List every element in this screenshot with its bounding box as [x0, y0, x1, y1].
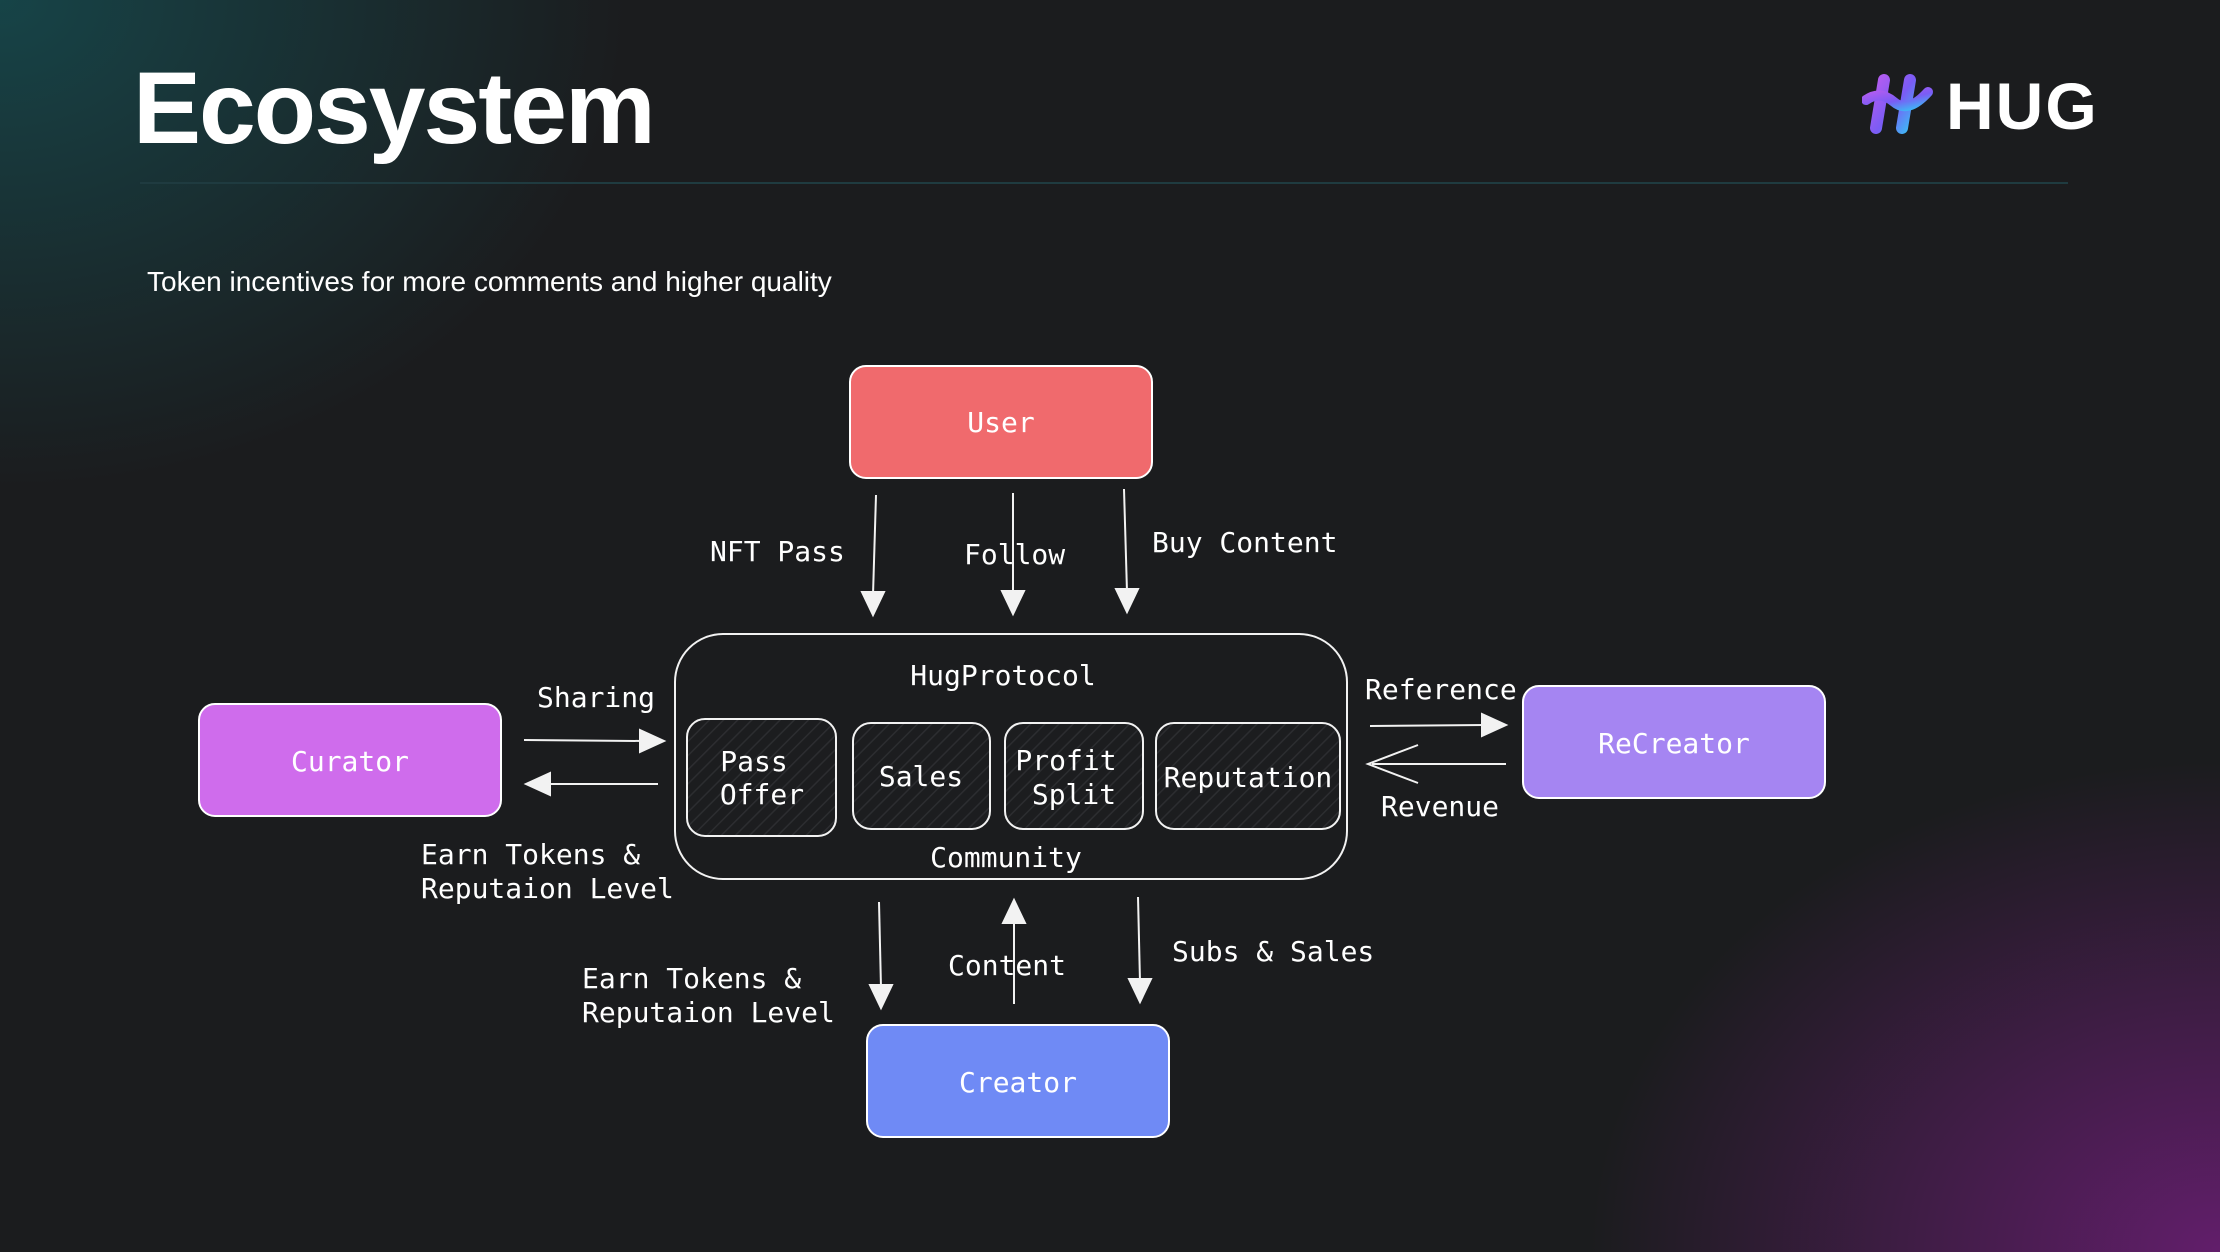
- edge-label-reference: Reference: [1365, 673, 1517, 706]
- brand-name: HUG: [1946, 69, 2099, 143]
- node-curator: Curator: [198, 703, 502, 817]
- module-reputation: Reputation: [1155, 722, 1341, 830]
- node-creator-label: Creator: [959, 1066, 1077, 1099]
- arrow-head: [860, 591, 886, 618]
- module-label: Pass: [720, 745, 787, 778]
- edge-label-revenue: Revenue: [1381, 790, 1499, 823]
- module-label: Offer: [720, 778, 804, 811]
- node-curator-label: Curator: [291, 745, 409, 778]
- module-label: Profit: [1015, 744, 1116, 777]
- edge-label-creator-reward-2: Reputaion Level: [582, 996, 835, 1029]
- arrow-head: [868, 984, 894, 1011]
- arrow-sharing: [523, 739, 644, 742]
- arrow-head: [1481, 712, 1509, 738]
- arrow-creator-reward: [878, 901, 882, 989]
- arrow-buy-content: [1123, 488, 1128, 593]
- module-pass-offer: Pass Offer: [686, 718, 837, 837]
- brand-logo: HUG: [1861, 69, 2112, 143]
- edge-label-sharing: Sharing: [537, 681, 655, 714]
- module-label: Sales: [879, 760, 963, 793]
- edge-label-follow: Follow: [964, 538, 1065, 571]
- arrow-nft-pass: [872, 494, 877, 596]
- arrow-head-open: [1365, 744, 1419, 784]
- module-label: Reputation: [1164, 761, 1333, 794]
- hug-protocol-box: HugProtocol Community Pass Offer Sales P…: [674, 633, 1348, 880]
- node-user-label: User: [967, 406, 1034, 439]
- edge-label-buy-content: Buy Content: [1152, 526, 1337, 559]
- arrow-head: [523, 771, 551, 797]
- edge-label-curator-reward-1: Earn Tokens &: [421, 838, 640, 871]
- edge-label-subs-sales: Subs & Sales: [1172, 935, 1374, 968]
- arrow-head: [1114, 588, 1140, 615]
- arrow-subs-sales: [1137, 896, 1141, 983]
- node-recreator: ReCreator: [1522, 685, 1826, 799]
- node-creator: Creator: [866, 1024, 1170, 1138]
- module-sales: Sales: [852, 722, 991, 830]
- arrow-head: [1127, 978, 1153, 1005]
- arrow-head: [1001, 897, 1027, 924]
- arrow-head: [639, 728, 667, 754]
- node-recreator-label: ReCreator: [1598, 727, 1750, 760]
- arrow-reference: [1369, 724, 1486, 727]
- module-label: Split: [1032, 778, 1116, 811]
- protocol-footer: Community: [930, 841, 1082, 874]
- protocol-title: HugProtocol: [910, 659, 1095, 692]
- slide-subtitle: Token incentives for more comments and h…: [147, 266, 832, 297]
- arrow-head: [1000, 590, 1026, 617]
- edge-label-content: Content: [948, 949, 1066, 982]
- edge-label-nft-pass: NFT Pass: [710, 535, 845, 568]
- edge-label-curator-reward-2: Reputaion Level: [421, 872, 674, 905]
- page-title: Ecosystem: [133, 51, 656, 165]
- node-user: User: [849, 365, 1153, 479]
- title-divider: [140, 182, 2068, 184]
- edge-label-creator-reward-1: Earn Tokens &: [582, 962, 801, 995]
- hug-logo-icon: [1861, 74, 1933, 134]
- module-profit-split: Profit Split: [1004, 722, 1144, 830]
